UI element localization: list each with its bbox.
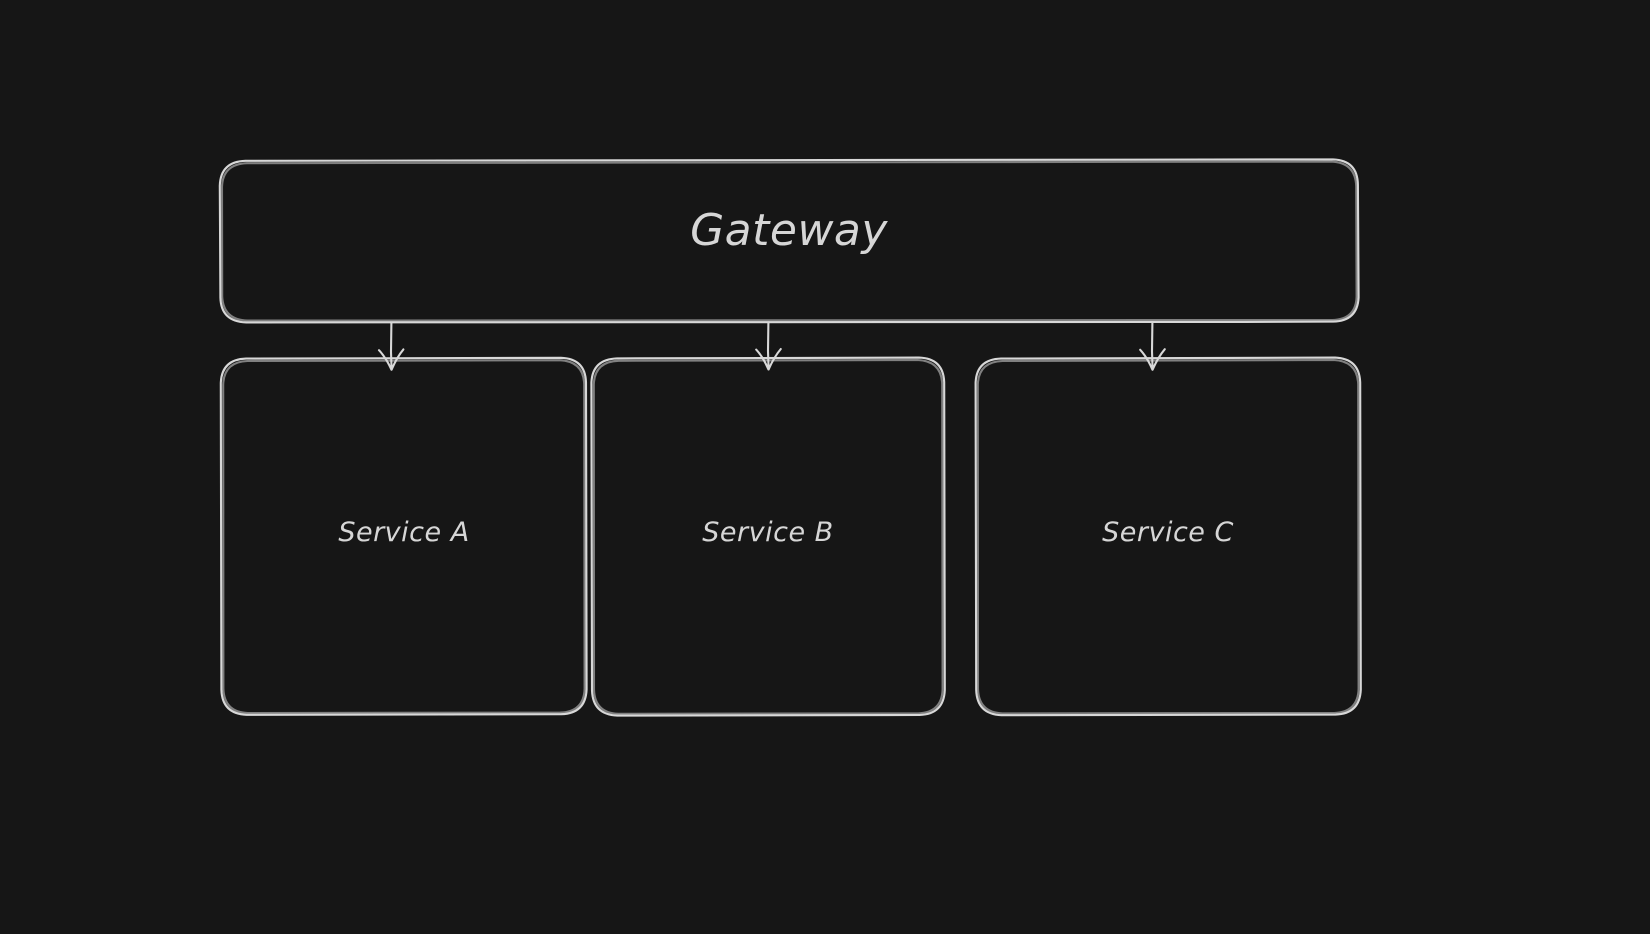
node-label-service-a: Service A	[338, 517, 470, 548]
node-label-service-b: Service B	[702, 517, 834, 548]
node-shape-service-b	[590, 356, 946, 717]
node-label-gateway: Gateway	[690, 205, 888, 256]
node-shape-service-c	[974, 356, 1362, 717]
edge-gateway-service-b	[755, 321, 782, 371]
node-label-service-c: Service C	[1102, 517, 1234, 548]
node-shape-gateway	[218, 158, 1360, 324]
node-shape-service-a	[219, 356, 588, 716]
edge-gateway-service-c	[1139, 321, 1166, 371]
edge-gateway-service-a	[377, 321, 405, 371]
